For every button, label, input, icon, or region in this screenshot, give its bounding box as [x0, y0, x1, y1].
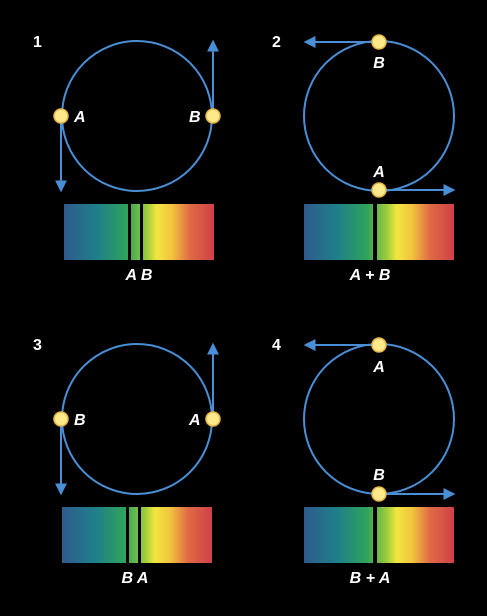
spectrum-bar: [64, 204, 214, 260]
spectrum-caption: A + B: [349, 267, 391, 284]
spectrum-caption: B + A: [350, 570, 391, 587]
star-a: [371, 182, 387, 198]
panel-1: 1 A B A B: [33, 34, 221, 284]
star-label-left: B: [74, 412, 86, 429]
star-b: [53, 411, 69, 427]
star-label-top: A: [372, 359, 385, 376]
star-label-left: A: [73, 109, 86, 126]
star-a: [53, 108, 69, 124]
spectral-line-a: [138, 507, 141, 563]
spectral-line-combined: [373, 507, 377, 563]
spectral-line-b: [140, 204, 143, 260]
panel-number: 4: [272, 337, 281, 354]
spectral-line-combined: [373, 204, 377, 260]
panel-2: 2 B A A + B: [272, 34, 456, 284]
panel-number: 3: [33, 337, 42, 354]
star-a: [205, 411, 221, 427]
spectrum-caption: A B: [125, 267, 153, 284]
star-b: [371, 34, 387, 50]
star-b: [371, 486, 387, 502]
panel-number: 1: [33, 34, 42, 51]
star-label-right: B: [189, 109, 201, 126]
star-a: [371, 337, 387, 353]
spectrum-bar: [304, 507, 454, 563]
star-b: [205, 108, 221, 124]
spectral-line-b: [126, 507, 129, 563]
star-label-bottom: A: [372, 164, 385, 181]
panel-3: 3 B A B A: [33, 337, 221, 587]
star-label-top: B: [373, 55, 385, 72]
spectrum-bar: [304, 204, 454, 260]
spectrum-bar: [62, 507, 212, 563]
panel-number: 2: [272, 34, 281, 51]
star-label-right: A: [188, 412, 201, 429]
spectral-line-a: [128, 204, 131, 260]
star-label-bottom: B: [373, 467, 385, 484]
spectrum-caption: B A: [122, 570, 149, 587]
panel-4: 4 A B B + A: [272, 337, 456, 587]
